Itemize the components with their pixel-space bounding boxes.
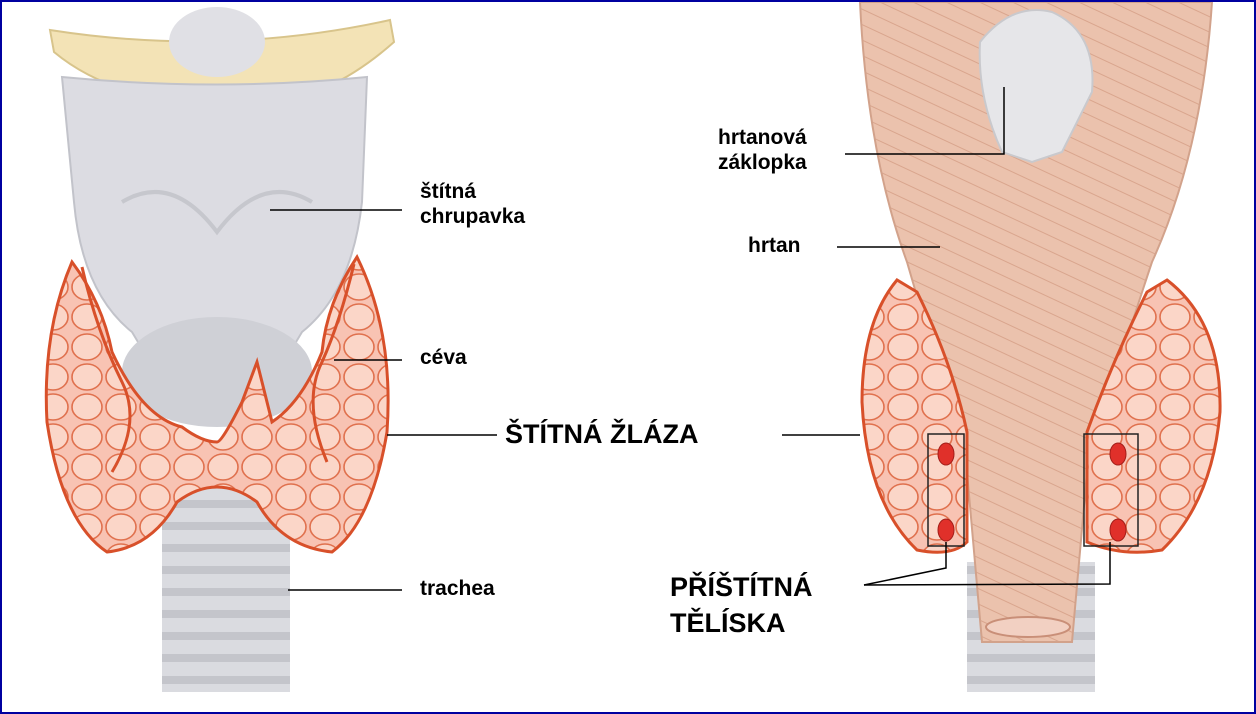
label-trachea: trachea bbox=[420, 577, 495, 602]
parathyroid-lower-left bbox=[938, 519, 954, 541]
label-epiglottis-line1: hrtanová bbox=[718, 126, 807, 149]
label-epiglottis: hrtanová záklopka bbox=[718, 126, 807, 176]
label-parathyroid-line2: TĚLÍSKA bbox=[670, 608, 786, 638]
label-thyroid-cartilage-line1: štítná bbox=[420, 180, 476, 203]
label-thyroid-gland: ŠTÍTNÁ ŽLÁZA bbox=[505, 417, 698, 453]
epiglottis-top bbox=[169, 7, 265, 77]
label-parathyroid: PŘÍŠTÍTNÁ TĚLÍSKA bbox=[670, 570, 813, 641]
label-vessel: céva bbox=[420, 346, 467, 371]
label-thyroid-cartilage-line2: chrupavka bbox=[420, 205, 525, 228]
label-epiglottis-line2: záklopka bbox=[718, 151, 807, 174]
parathyroid-lower-right bbox=[1110, 519, 1126, 541]
parathyroid-upper-right bbox=[1110, 443, 1126, 465]
label-larynx: hrtan bbox=[748, 234, 801, 259]
posterior-view bbox=[860, 2, 1220, 692]
label-thyroid-cartilage: štítná chrupavka bbox=[420, 180, 525, 230]
label-parathyroid-line1: PŘÍŠTÍTNÁ bbox=[670, 572, 813, 602]
parathyroid-upper-left bbox=[938, 443, 954, 465]
oesophagus-opening bbox=[986, 617, 1070, 637]
